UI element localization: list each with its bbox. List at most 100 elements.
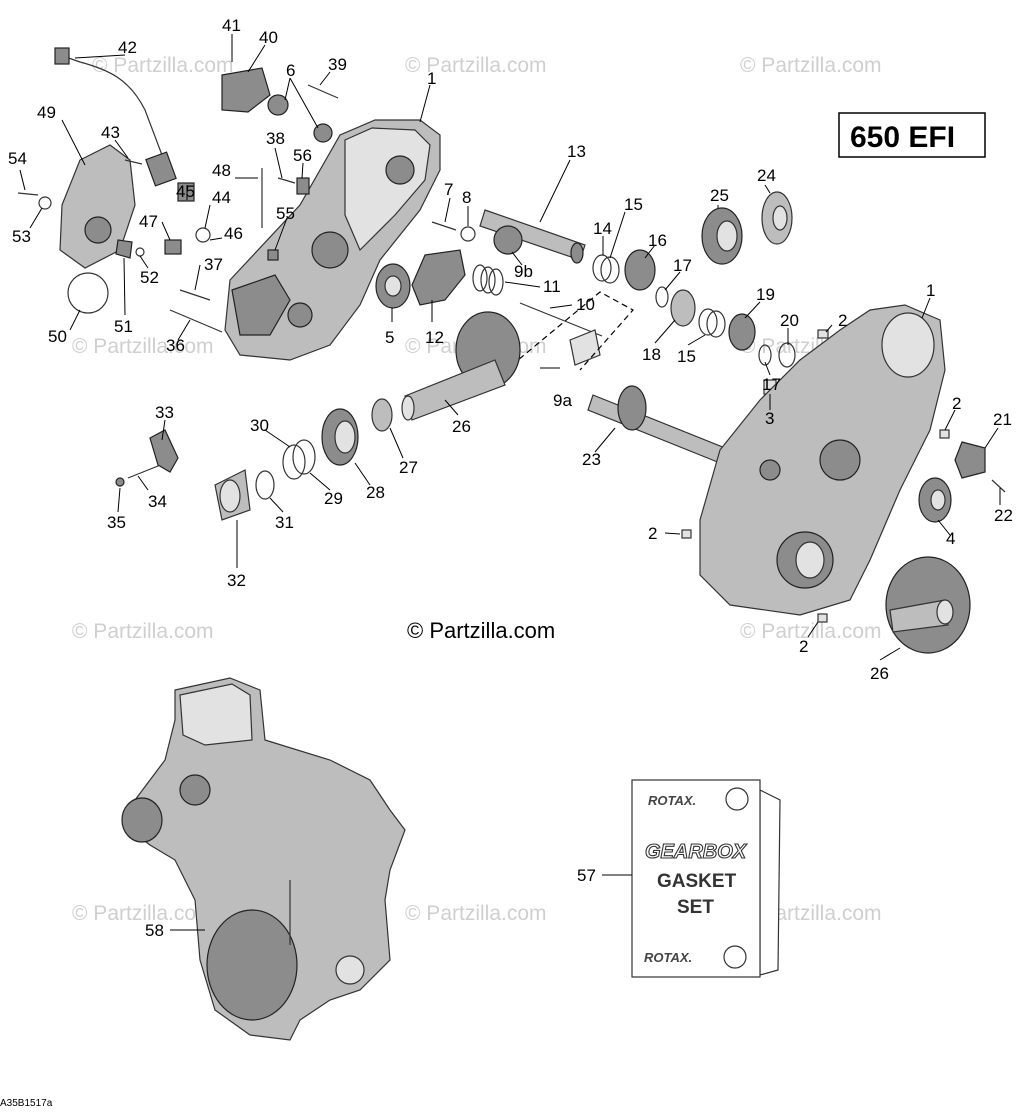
- callout-56: 56: [293, 146, 312, 165]
- flange-21: [954, 441, 1006, 493]
- callout-53: 53: [12, 227, 31, 246]
- shaft-13: [479, 209, 586, 264]
- clip-31: [255, 470, 275, 500]
- callouts: 41 40 42 39 6 1 49 43 38 56 54 48 45 44 …: [8, 16, 1013, 940]
- callout-7: 7: [444, 180, 453, 199]
- callout-31: 31: [275, 513, 294, 532]
- callout-20: 20: [780, 311, 799, 330]
- leader-lines: [19, 34, 1001, 931]
- callout-6: 6: [286, 61, 295, 80]
- callout-4: 4: [946, 529, 955, 548]
- seal-24: [761, 191, 793, 245]
- watermark: © Partzilla.com: [72, 902, 214, 925]
- callout-58: 58: [145, 921, 164, 940]
- callout-44: 44: [212, 188, 231, 207]
- spring-11: [472, 264, 504, 296]
- cover-49: [59, 144, 136, 269]
- callout-26: 26: [870, 664, 889, 683]
- callout-15: 15: [624, 195, 643, 214]
- callout-1: 1: [427, 69, 436, 88]
- callout-35: 35: [107, 513, 126, 532]
- left-case-half: [224, 119, 441, 361]
- card-brand-bottom: ROTAX.: [644, 950, 692, 965]
- model-label-box: [838, 112, 986, 158]
- bearing-28: [321, 408, 359, 466]
- callout-55: 55: [276, 204, 295, 223]
- callout-9b: 9b: [514, 262, 533, 281]
- model-label: 650 EFI: [838, 112, 986, 158]
- callout-33: 33: [155, 403, 174, 422]
- bearing-5: [375, 263, 411, 309]
- callout-12: 12: [425, 328, 444, 347]
- watermark: © Partzilla.com: [740, 620, 882, 643]
- shift-lever-12: [411, 249, 466, 306]
- callout-24: 24: [757, 166, 776, 185]
- callout-5: 5: [385, 328, 394, 347]
- watermark: © Partzilla.com: [405, 902, 547, 925]
- rotax-gauge-icon: [723, 945, 747, 969]
- callout-23: 23: [582, 450, 601, 469]
- callout-8: 8: [462, 188, 471, 207]
- actuator-40: [221, 67, 271, 113]
- callout-3: 3: [765, 409, 774, 428]
- callout-40: 40: [259, 28, 278, 47]
- callout-14: 14: [593, 219, 612, 238]
- hardware-left: [17, 84, 476, 333]
- callout-25: 25: [710, 186, 729, 205]
- callout-34: 34: [148, 492, 167, 511]
- callout-29: 29: [324, 489, 343, 508]
- assembled-gearbox-58: [121, 677, 406, 1041]
- callout-18: 18: [642, 345, 661, 364]
- copyright-text: © Partzilla.com: [407, 618, 555, 643]
- callout-39: 39: [328, 55, 347, 74]
- dowels-2: [681, 329, 950, 623]
- gasket-card-57: ROTAX. GEARBOX GASKET SET ROTAX.: [631, 779, 781, 978]
- callout-43: 43: [101, 123, 120, 142]
- sleeve-32: [214, 469, 251, 521]
- callout-45: 45: [176, 182, 195, 201]
- callout-11: 11: [543, 277, 561, 296]
- crown-gear-26: [401, 311, 521, 421]
- watermark: © Partzilla.com: [405, 54, 547, 77]
- callout-41: 41: [222, 16, 241, 35]
- callout-57: 57: [577, 866, 596, 885]
- bearing-6: [267, 94, 333, 143]
- shaft-23: [587, 385, 731, 466]
- callout-36: 36: [166, 336, 185, 355]
- watermark: © Partzilla.com: [740, 54, 882, 77]
- callout-54: 54: [8, 149, 27, 168]
- callout-15: 15: [677, 347, 696, 366]
- watermark: © Partzilla.com: [72, 335, 214, 358]
- watermarks: © Partzilla.com © Partzilla.com © Partzi…: [72, 54, 882, 925]
- figure-reference: A35B1517a: [0, 1098, 53, 1108]
- callout-16: 16: [648, 231, 667, 250]
- callout-32: 32: [227, 571, 246, 590]
- model-label-text: 650 EFI: [850, 121, 955, 154]
- callout-26: 26: [452, 417, 471, 436]
- callout-28: 28: [366, 483, 385, 502]
- card-brand-top: ROTAX.: [648, 793, 696, 808]
- o-ring-50: [67, 272, 109, 314]
- gear-9b: [493, 225, 523, 255]
- watermark: © Partzilla.com: [92, 54, 234, 77]
- card-title: GEARBOX: [645, 841, 748, 863]
- callout-22: 22: [994, 506, 1013, 525]
- callout-46: 46: [224, 224, 243, 243]
- card-line2: SET: [677, 897, 714, 918]
- bearing-25: [701, 207, 743, 265]
- ring-27: [371, 398, 393, 432]
- callout-2: 2: [799, 637, 808, 656]
- callout-2: 2: [952, 394, 961, 413]
- callout-13: 13: [567, 142, 586, 161]
- watermark: © Partzilla.com: [72, 620, 214, 643]
- callout-9a: 9a: [553, 391, 572, 410]
- callout-37: 37: [204, 255, 223, 274]
- rotax-gauge-icon: [725, 787, 749, 811]
- bearing-4: [918, 477, 952, 523]
- callout-38: 38: [266, 129, 285, 148]
- callout-30: 30: [250, 416, 269, 435]
- callout-19: 19: [756, 285, 775, 304]
- callout-50: 50: [48, 327, 67, 346]
